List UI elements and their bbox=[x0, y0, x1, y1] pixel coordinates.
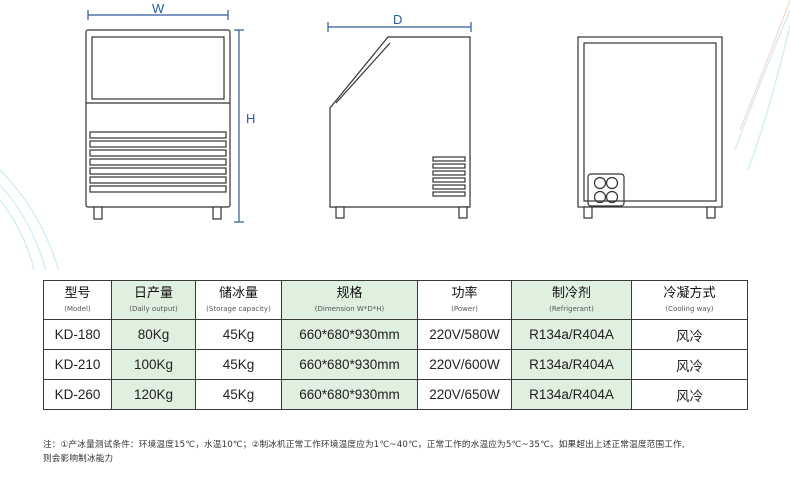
cell-model: KD-180 bbox=[43, 319, 112, 350]
header-cooling-way: 冷凝方式(Cooling way) bbox=[631, 280, 748, 320]
cell-power: 220V/600W bbox=[417, 349, 512, 380]
header-daily-output: 日产量(Daily output) bbox=[111, 280, 196, 320]
height-dimension-label: H bbox=[246, 111, 255, 126]
table-row: KD-260 120Kg 45Kg 660*680*930mm 220V/650… bbox=[43, 379, 748, 410]
decorative-swoosh-left bbox=[0, 169, 59, 270]
cell-refrigerant: R134a/R404A bbox=[511, 319, 632, 350]
table-row: KD-210 100Kg 45Kg 660*680*930mm 220V/600… bbox=[43, 349, 748, 380]
table-header-row: 型号(Model) 日产量(Daily output) 储冰量(Storage … bbox=[43, 280, 748, 320]
cell-model: KD-210 bbox=[43, 349, 112, 380]
cell-refrigerant: R134a/R404A bbox=[511, 379, 632, 410]
cell-storage-capacity: 45Kg bbox=[195, 319, 282, 350]
cell-cooling-way: 风冷 bbox=[631, 319, 748, 350]
cell-power: 220V/650W bbox=[417, 379, 512, 410]
footnote-line-1: 注：①产冰量测试条件：环境温度15℃，水温10℃；②制冰机正常工作环境温度应为1… bbox=[43, 440, 685, 450]
cell-storage-capacity: 45Kg bbox=[195, 349, 282, 380]
footnote-line-2: 则会影响制冰能力 bbox=[43, 454, 114, 464]
cell-dimension: 660*680*930mm bbox=[281, 319, 418, 350]
front-view-drawing bbox=[85, 10, 244, 223]
cell-cooling-way: 风冷 bbox=[631, 349, 748, 380]
header-dimension: 规格(Dimension W*D*H) bbox=[281, 280, 418, 320]
header-model: 型号(Model) bbox=[43, 280, 112, 320]
spec-table: 型号(Model) 日产量(Daily output) 储冰量(Storage … bbox=[43, 280, 748, 410]
product-drawings: W H D bbox=[0, 0, 790, 270]
cell-storage-capacity: 45Kg bbox=[195, 379, 282, 410]
decorative-swoosh-right bbox=[734, 0, 790, 171]
cell-daily-output: 80Kg bbox=[111, 319, 196, 350]
side-view-drawing bbox=[327, 22, 472, 219]
cell-model: KD-260 bbox=[43, 379, 112, 410]
cell-power: 220V/580W bbox=[417, 319, 512, 350]
cell-dimension: 660*680*930mm bbox=[281, 379, 418, 410]
header-storage-capacity: 储冰量(Storage capacity) bbox=[195, 280, 282, 320]
table-row: KD-180 80Kg 45Kg 660*680*930mm 220V/580W… bbox=[43, 319, 748, 350]
cell-daily-output: 100Kg bbox=[111, 349, 196, 380]
cell-cooling-way: 风冷 bbox=[631, 379, 748, 410]
cell-dimension: 660*680*930mm bbox=[281, 349, 418, 380]
back-view-drawing bbox=[577, 36, 723, 219]
width-dimension-label: W bbox=[152, 1, 165, 16]
depth-dimension-label: D bbox=[393, 12, 402, 27]
cell-refrigerant: R134a/R404A bbox=[511, 349, 632, 380]
header-power: 功率(Power) bbox=[417, 280, 512, 320]
cell-daily-output: 120Kg bbox=[111, 379, 196, 410]
footnote: 注：①产冰量测试条件：环境温度15℃，水温10℃；②制冰机正常工作环境温度应为1… bbox=[43, 438, 783, 466]
header-refrigerant: 制冷剂(Refrigerant) bbox=[511, 280, 632, 320]
